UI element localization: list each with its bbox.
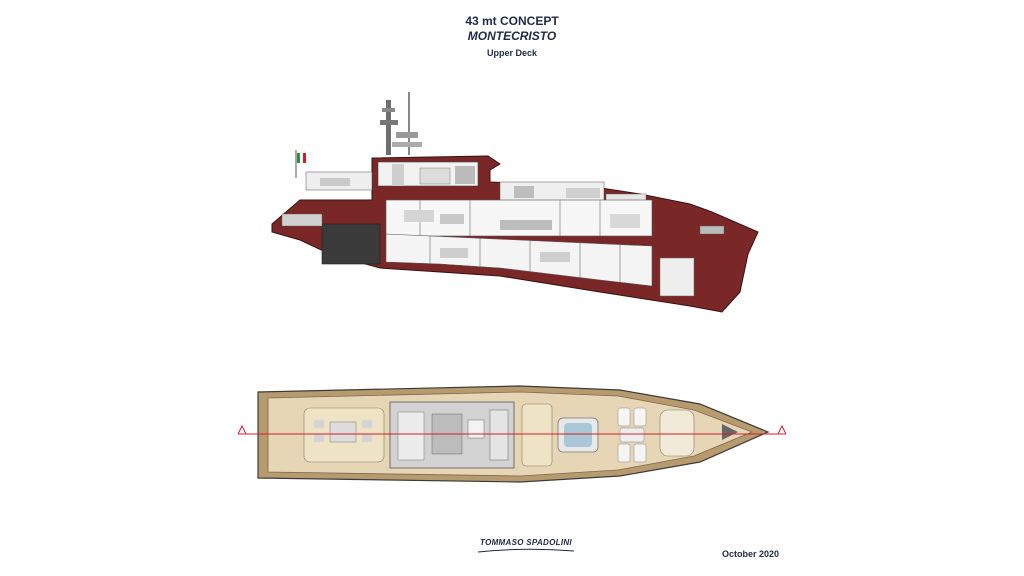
deck-view-label: Upper Deck xyxy=(486,48,538,58)
upper-deck-plan-view xyxy=(237,385,787,483)
yacht-model-name: MONTECRISTO xyxy=(467,29,557,43)
drawing-title: 43 mt CONCEPT xyxy=(465,14,559,28)
drawing-date: October 2020 xyxy=(722,549,780,559)
designer-logo: TOMMASO SPADOLINI xyxy=(466,538,586,554)
tender-garage xyxy=(321,223,381,265)
sun-loungers xyxy=(617,407,647,463)
designer-name: TOMMASO SPADOLINI xyxy=(480,538,572,547)
jacuzzi-icon xyxy=(557,417,599,453)
title-block: 43 mt CONCEPT MONTECRISTO Upper Deck xyxy=(0,14,1024,60)
flag-icon xyxy=(295,150,306,178)
radar-mast xyxy=(380,92,422,155)
lower-deck-interior xyxy=(385,233,695,297)
logo-swoosh xyxy=(477,548,575,553)
side-section-view xyxy=(271,92,759,313)
main-deck-interior xyxy=(385,199,653,237)
